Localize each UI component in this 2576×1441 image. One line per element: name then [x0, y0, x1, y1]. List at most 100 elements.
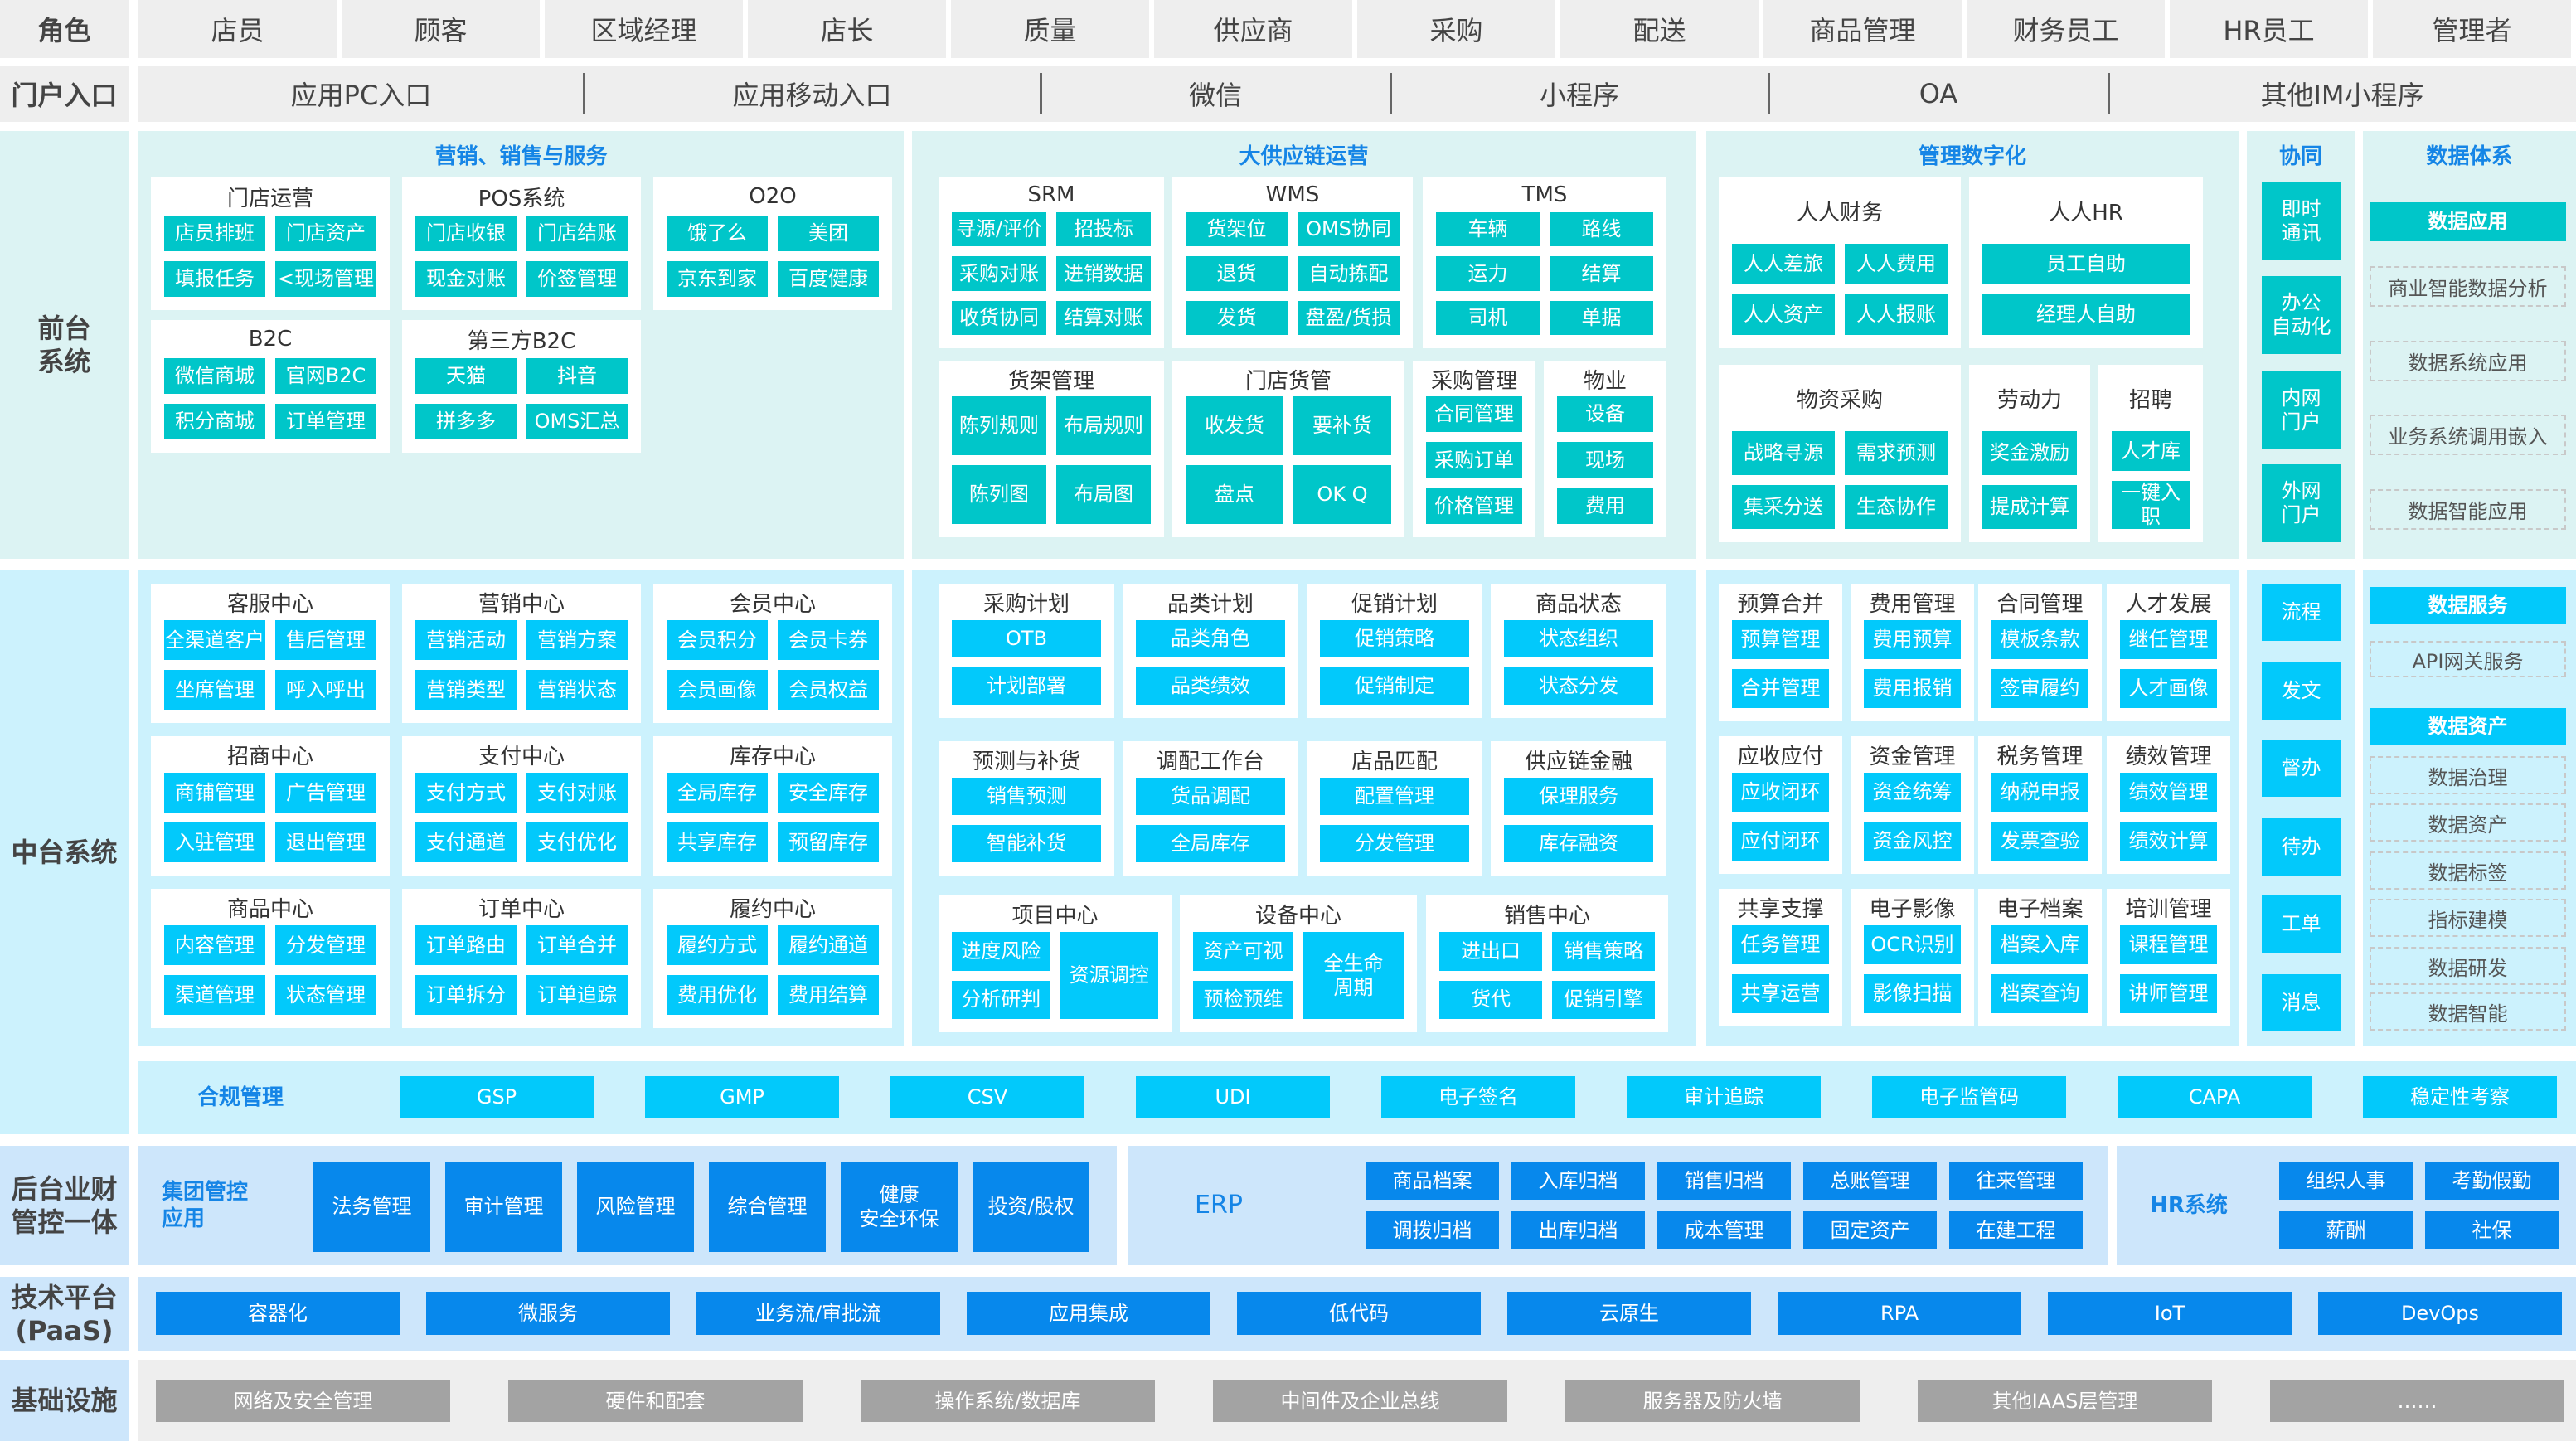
module-button[interactable]: 应付闭环: [1732, 822, 1829, 861]
group-control-item[interactable]: 法务管理: [313, 1162, 430, 1252]
module-button[interactable]: 饿了么: [667, 216, 768, 251]
module-button[interactable]: 保理服务: [1504, 778, 1653, 815]
module-button[interactable]: 司机: [1436, 300, 1540, 335]
module-button[interactable]: 退出管理: [275, 822, 376, 862]
compliance-item[interactable]: CSV: [890, 1076, 1084, 1118]
module-button[interactable]: 会员卡券: [778, 620, 879, 660]
module-button[interactable]: 订单管理: [275, 404, 376, 439]
module-button[interactable]: 会员积分: [667, 620, 768, 660]
collab-button[interactable]: 流程: [2262, 584, 2341, 641]
module-button[interactable]: 设备: [1557, 396, 1653, 433]
erp-item[interactable]: 在建工程: [1949, 1211, 2083, 1249]
module-button[interactable]: 支付对账: [526, 773, 628, 813]
module-button[interactable]: 需求预测: [1845, 431, 1948, 475]
erp-item[interactable]: 总账管理: [1803, 1162, 1937, 1200]
module-button[interactable]: 会员权益: [778, 670, 879, 710]
module-button[interactable]: 课程管理: [2120, 925, 2217, 964]
module-button[interactable]: 影像扫描: [1864, 974, 1961, 1013]
compliance-item[interactable]: 稳定性考察: [2363, 1076, 2557, 1118]
role-2[interactable]: 顾客: [342, 0, 540, 58]
erp-item[interactable]: 销售归档: [1657, 1162, 1791, 1200]
module-button[interactable]: 人才库: [2112, 431, 2190, 472]
module-button[interactable]: 全局库存: [667, 773, 768, 813]
group-control-item[interactable]: 综合管理: [709, 1162, 826, 1252]
module-button[interactable]: 进销数据: [1056, 256, 1151, 291]
data-service-button[interactable]: 数据服务: [2370, 587, 2566, 624]
collab-button[interactable]: 待办: [2262, 818, 2341, 876]
compliance-item[interactable]: GSP: [400, 1076, 594, 1118]
module-button[interactable]: 微信商城: [164, 358, 265, 394]
paas-item[interactable]: IoT: [2048, 1292, 2292, 1335]
module-button[interactable]: 预留库存: [778, 822, 879, 862]
collab-button[interactable]: 外网 门户: [2262, 464, 2341, 542]
compliance-item[interactable]: GMP: [645, 1076, 839, 1118]
module-button[interactable]: 自动拣配: [1298, 256, 1400, 291]
portal-entry[interactable]: 应用PC入口: [138, 66, 584, 122]
compliance-item[interactable]: CAPA: [2118, 1076, 2312, 1118]
module-button[interactable]: 预检预维: [1193, 980, 1293, 1019]
module-button-tall[interactable]: 资源调控: [1060, 932, 1158, 1019]
module-button[interactable]: 百度健康: [778, 261, 879, 297]
module-button[interactable]: 会员画像: [667, 670, 768, 710]
paas-item[interactable]: 云原生: [1507, 1292, 1751, 1335]
module-button[interactable]: 订单追踪: [526, 975, 628, 1015]
module-button[interactable]: 库存融资: [1504, 825, 1653, 862]
role-3[interactable]: 区域经理: [545, 0, 743, 58]
infra-item[interactable]: 硬件和配套: [508, 1380, 803, 1422]
portal-entry[interactable]: OA: [1768, 66, 2108, 122]
portal-entry[interactable]: 其他IM小程序: [2108, 66, 2576, 122]
module-button[interactable]: 营销活动: [415, 620, 517, 660]
collab-button[interactable]: 办公 自动化: [2262, 276, 2341, 354]
role-9[interactable]: 商品管理: [1763, 0, 1962, 58]
infra-item[interactable]: 网络及安全管理: [156, 1380, 450, 1422]
module-button[interactable]: 智能补货: [952, 825, 1101, 862]
module-button[interactable]: 采购对账: [952, 256, 1046, 291]
module-button[interactable]: 广告管理: [275, 773, 376, 813]
module-button[interactable]: 营销方案: [526, 620, 628, 660]
module-button[interactable]: 费用预算: [1864, 620, 1961, 659]
module-button[interactable]: 生态协作: [1845, 485, 1948, 529]
module-button[interactable]: 人人资产: [1732, 294, 1835, 335]
module-button[interactable]: 经理人自助: [1982, 294, 2190, 335]
module-button[interactable]: 店员排班: [164, 216, 265, 251]
module-button[interactable]: 官网B2C: [275, 358, 376, 394]
module-button[interactable]: OCR识别: [1864, 925, 1961, 964]
module-button[interactable]: 促销引擎: [1552, 980, 1655, 1019]
module-button[interactable]: 安全库存: [778, 773, 879, 813]
group-control-item[interactable]: 审计管理: [445, 1162, 562, 1252]
module-button[interactable]: 一键入职: [2112, 481, 2190, 529]
module-button[interactable]: 共享库存: [667, 822, 768, 862]
module-button[interactable]: OMS汇总: [526, 404, 628, 439]
infra-item[interactable]: 其他IAAS层管理: [1918, 1380, 2212, 1422]
module-button[interactable]: 拼多多: [415, 404, 517, 439]
data-item[interactable]: 数据标签: [2370, 852, 2566, 890]
paas-item[interactable]: RPA: [1778, 1292, 2021, 1335]
module-button[interactable]: 奖金激励: [1982, 431, 2077, 475]
module-button[interactable]: 运力: [1436, 256, 1540, 291]
module-button[interactable]: 履约方式: [667, 925, 768, 965]
collab-button[interactable]: 即时 通讯: [2262, 182, 2341, 260]
group-control-item[interactable]: 投资/股权: [973, 1162, 1089, 1252]
module-button[interactable]: 门店资产: [275, 216, 376, 251]
module-button[interactable]: 货架位: [1186, 212, 1288, 247]
data-item[interactable]: 数据资产: [2370, 803, 2566, 842]
module-button[interactable]: 布局图: [1056, 465, 1151, 524]
module-button[interactable]: 资产可视: [1193, 932, 1293, 971]
hr-item[interactable]: 组织人事: [2279, 1162, 2413, 1200]
compliance-item[interactable]: 电子监管码: [1872, 1076, 2066, 1118]
module-button[interactable]: 状态分发: [1504, 667, 1653, 705]
module-button[interactable]: 员工自助: [1982, 244, 2190, 284]
group-control-item[interactable]: 健康 安全环保: [841, 1162, 958, 1252]
module-button[interactable]: 价签管理: [526, 261, 628, 297]
module-button[interactable]: 战略寻源: [1732, 431, 1835, 475]
module-button[interactable]: 分发管理: [275, 925, 376, 965]
module-button[interactable]: 促销制定: [1320, 667, 1469, 705]
module-button[interactable]: 天猫: [415, 358, 517, 394]
role-10[interactable]: 财务员工: [1967, 0, 2165, 58]
role-12[interactable]: 管理者: [2373, 0, 2571, 58]
module-button[interactable]: 费用报销: [1864, 669, 1961, 708]
module-button[interactable]: OTB: [952, 620, 1101, 657]
paas-item[interactable]: 微服务: [426, 1292, 670, 1335]
module-button[interactable]: 状态组织: [1504, 620, 1653, 657]
data-item[interactable]: 业务系统调用嵌入: [2370, 415, 2566, 455]
